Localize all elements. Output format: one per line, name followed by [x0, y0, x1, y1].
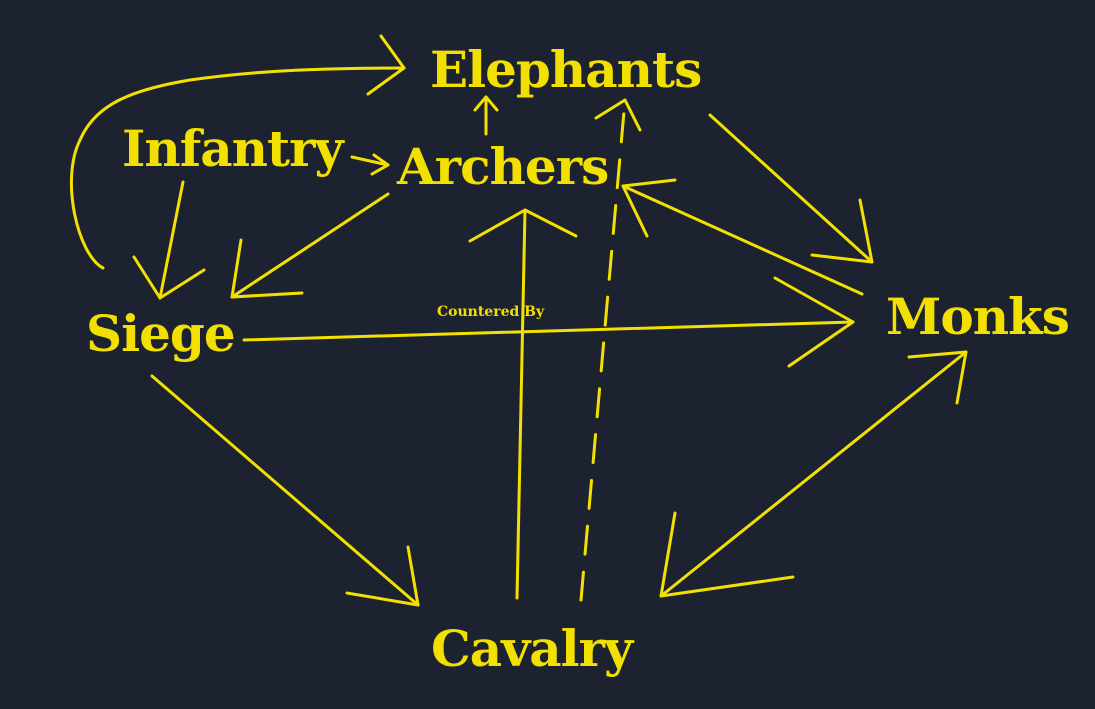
edge-cavalry-to-elephants — [579, 98, 627, 602]
edge-monks-to-archers — [621, 184, 864, 296]
edge-archers-to-siege — [230, 192, 390, 299]
legend-countered-by: Countered By — [437, 304, 545, 320]
edge-cavalry-to-archers — [515, 208, 527, 600]
arrowhead-siege-to-cavalry — [345, 545, 420, 607]
node-siege: Siege — [86, 304, 235, 363]
edge-siege-to-monks — [242, 320, 855, 342]
arrowhead-monks-to-archers — [621, 178, 677, 238]
arrowhead-elephants-to-monks — [810, 198, 874, 264]
arrowhead-to-cavalry — [659, 511, 795, 598]
node-archers: Archers — [396, 137, 608, 196]
arrowhead-archers-to-elephants — [473, 95, 499, 112]
nodes: Elephants Infantry Archers Siege Monks C… — [86, 40, 1070, 678]
arrowhead-siege-to-elephants — [366, 34, 406, 96]
node-monks: Monks — [886, 287, 1069, 346]
edge-siege-to-cavalry — [150, 374, 420, 607]
edge-infantry-to-archers — [350, 155, 390, 167]
arrowhead-siege-to-monks — [773, 276, 855, 368]
edge-cavalry-monks — [659, 350, 968, 598]
node-elephants: Elephants — [430, 40, 701, 99]
edges — [69, 34, 968, 607]
arrowhead-infantry-to-siege — [132, 255, 206, 300]
edge-elephants-to-monks — [708, 113, 874, 264]
edge-siege-to-elephants — [69, 66, 406, 270]
node-cavalry: Cavalry — [431, 619, 635, 678]
arrowhead-to-monks — [907, 350, 968, 405]
arrowhead-archers-to-siege — [230, 238, 304, 299]
arrowhead-cavalry-to-archers — [468, 208, 578, 243]
node-infantry: Infantry — [122, 119, 345, 178]
arrowhead-cavalry-to-elephants — [594, 98, 642, 132]
arrowhead-infantry-to-archers — [370, 153, 390, 176]
edge-infantry-to-siege — [158, 180, 185, 300]
